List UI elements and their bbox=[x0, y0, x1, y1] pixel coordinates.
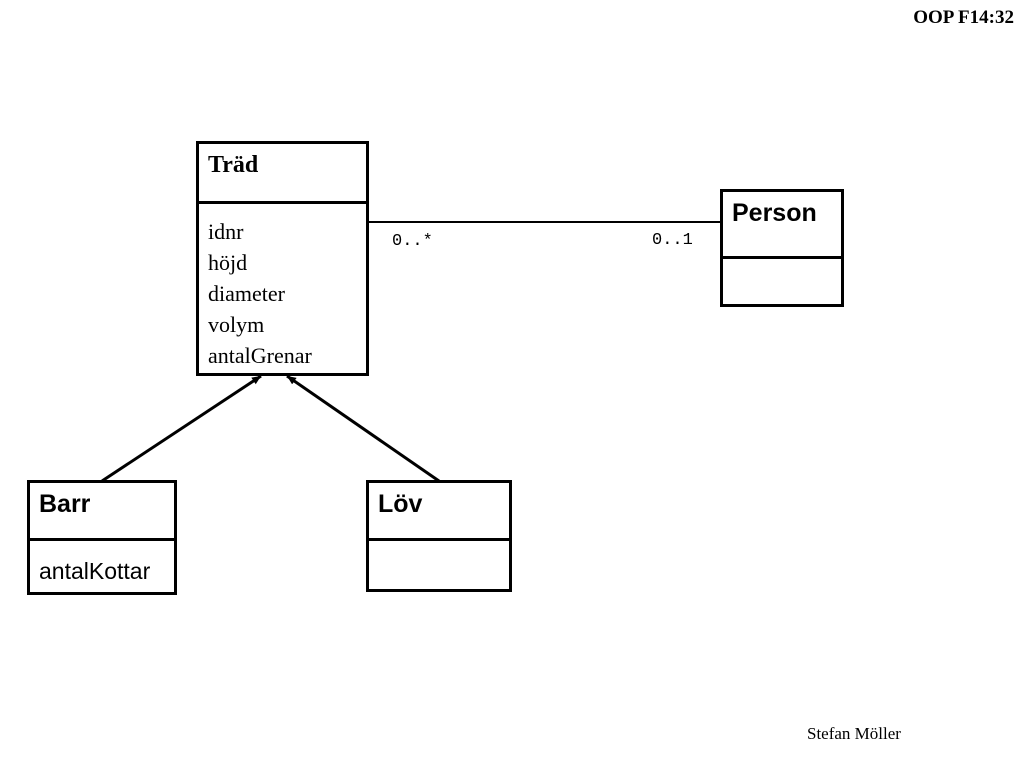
author-footer: Stefan Möller bbox=[807, 724, 901, 743]
attribute-antalgrenar: antalGrenar bbox=[208, 343, 312, 368]
generalization-lov-trad bbox=[286, 374, 440, 483]
attribute-hojd: höjd bbox=[208, 250, 248, 275]
multiplicity-person-end: 0..1 bbox=[652, 231, 693, 250]
attribute-diameter: diameter bbox=[208, 281, 285, 306]
generalization-barr-trad bbox=[101, 374, 262, 483]
class-barr-name: Barr bbox=[30, 483, 174, 541]
multiplicity-trad-end: 0..* bbox=[392, 232, 433, 251]
class-lov-name: Löv bbox=[369, 483, 509, 541]
class-lov-attributes bbox=[369, 541, 509, 557]
class-trad-name: Träd bbox=[199, 144, 366, 204]
class-barr-attributes: antalKottar bbox=[30, 541, 174, 585]
class-person-name: Person bbox=[723, 192, 841, 259]
class-person[interactable]: Person bbox=[720, 189, 844, 307]
attribute-antalkottar: antalKottar bbox=[39, 558, 151, 584]
slide-label: OOP F14:32 bbox=[913, 7, 1014, 28]
class-barr[interactable]: Barr antalKottar bbox=[27, 480, 177, 595]
class-lov[interactable]: Löv bbox=[366, 480, 512, 592]
attribute-volym: volym bbox=[208, 312, 265, 337]
class-trad[interactable]: Träd idnr höjd diameter volym antalGrena… bbox=[196, 141, 369, 376]
class-person-attributes bbox=[723, 259, 841, 275]
class-trad-attributes: idnr höjd diameter volym antalGrenar bbox=[199, 204, 366, 371]
attribute-idnr: idnr bbox=[208, 219, 244, 244]
